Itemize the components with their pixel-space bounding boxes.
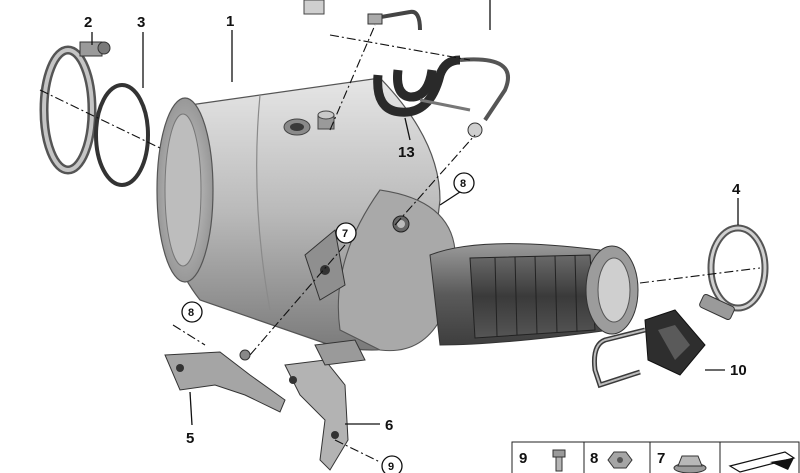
svg-text:7: 7 bbox=[342, 228, 348, 240]
callout-4: 4 bbox=[732, 181, 741, 198]
circle-9-bottom: 9 bbox=[381, 455, 403, 473]
bracket-6 bbox=[284, 339, 366, 471]
legend-8-label: 8 bbox=[590, 450, 598, 467]
callout-13: 13 bbox=[398, 144, 415, 161]
fastener-legend: 9 8 7 bbox=[511, 441, 800, 473]
svg-text:8: 8 bbox=[460, 178, 466, 190]
v-band-clamp-right bbox=[699, 224, 769, 321]
flex-pipe bbox=[429, 243, 639, 346]
callout-3: 3 bbox=[137, 14, 145, 31]
callout-6: 6 bbox=[385, 417, 393, 434]
gasket-ring bbox=[94, 83, 150, 187]
circle-8-bracket: 8 bbox=[181, 301, 203, 323]
circle-8-top: 8 bbox=[453, 172, 475, 194]
callout-5: 5 bbox=[186, 430, 194, 447]
legend-7-label: 7 bbox=[657, 450, 665, 467]
catalytic-converter bbox=[156, 77, 456, 352]
circle-7-body: 7 bbox=[335, 222, 357, 244]
flange-nut-icon bbox=[673, 455, 707, 473]
v-band-clamp-left bbox=[39, 41, 111, 175]
rubber-mount bbox=[644, 309, 706, 376]
hanger-rod bbox=[592, 327, 646, 389]
pressure-hose bbox=[303, 0, 510, 138]
svg-text:9: 9 bbox=[388, 461, 394, 473]
callout-1: 1 bbox=[226, 13, 234, 30]
mounting-tab-hole bbox=[320, 265, 330, 275]
callout-10: 10 bbox=[730, 362, 747, 379]
bracket-5 bbox=[164, 349, 286, 413]
hex-nut-icon bbox=[607, 451, 633, 469]
arrow-icon bbox=[728, 451, 796, 473]
svg-text:8: 8 bbox=[188, 307, 194, 319]
bolt-icon bbox=[552, 449, 566, 472]
leader-lines bbox=[39, 0, 761, 463]
legend-9-label: 9 bbox=[519, 450, 527, 467]
callout-2: 2 bbox=[84, 14, 92, 31]
